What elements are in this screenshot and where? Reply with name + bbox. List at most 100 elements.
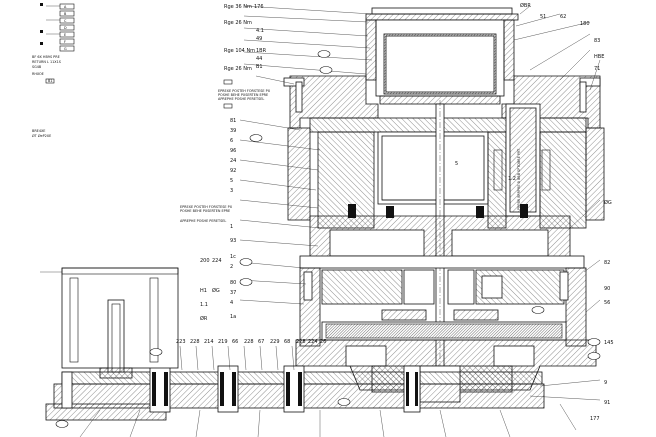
- callouts-bottom: 223 228 214 219 66 228 67 229 68 228 224…: [176, 339, 326, 345]
- callout: 2: [230, 264, 233, 270]
- planetary-stage: [321, 269, 567, 341]
- legend-code: A: [64, 5, 67, 9]
- note-line: ØT ØeP2XE: [32, 133, 51, 138]
- side-note: PRPBR BPRPRE B BBB SPTOBRE PRT: [517, 148, 521, 210]
- callout: 224: [212, 258, 222, 264]
- legend-code: F: [64, 40, 66, 44]
- callout: 66: [232, 339, 238, 345]
- note-line: EPREXE POSTEH FORSTESE PX: [180, 205, 233, 209]
- upper-housing: [283, 75, 605, 221]
- callout: ØBR: [520, 2, 531, 9]
- callout: 62: [560, 14, 566, 20]
- callout: 93: [230, 238, 236, 244]
- callout: 228: [190, 339, 200, 345]
- note-line: POSHE BEHE PXSERTEN EPRE: [180, 209, 230, 213]
- callout: 49: [256, 36, 262, 42]
- callout: H1: [200, 288, 207, 294]
- callout: 180: [580, 21, 590, 27]
- callout: 223: [176, 339, 186, 345]
- callout: 1.1: [200, 302, 208, 308]
- callouts-right: ØG 82 90 56 145 9 91 177: [590, 199, 614, 422]
- callout: 83: [594, 38, 600, 44]
- hub-label: 5: [455, 161, 458, 167]
- callout: 6: [230, 138, 233, 144]
- bolts: [295, 81, 587, 301]
- callout: 1c: [230, 254, 236, 260]
- label-box: [45, 78, 55, 84]
- callout: 91: [604, 400, 610, 406]
- legend-code: E: [64, 33, 66, 37]
- callout: 228: [244, 339, 254, 345]
- callout: 51: [540, 14, 546, 20]
- callouts-top: Rge 36 Nm 176 Rge 26 Nm ØBR 62 51 Rge 10…: [224, 2, 604, 72]
- callout: 4.1: [256, 28, 264, 34]
- callout: 214: [204, 339, 214, 345]
- callout: 1a: [230, 314, 236, 320]
- callout: ØG: [604, 199, 612, 206]
- callout: 67: [258, 339, 264, 345]
- middle-housing: [299, 215, 587, 347]
- callout: 90: [604, 286, 610, 292]
- callout: 96: [230, 148, 236, 154]
- callout: ØR: [200, 315, 208, 322]
- legend-code: D: [64, 26, 67, 30]
- callout: 44: [256, 56, 262, 62]
- callout: 1BR: [256, 48, 267, 54]
- callout: HBE: [594, 54, 604, 60]
- callout: 228: [296, 339, 306, 345]
- note-line: RETURN L 11X1S: [32, 60, 61, 64]
- callout: 1: [230, 224, 233, 230]
- callout: 9: [604, 380, 607, 386]
- note-line: SG4B: [32, 65, 42, 69]
- callout: 200: [200, 258, 210, 264]
- callout: 39: [230, 128, 236, 134]
- callout: 176: [254, 4, 264, 10]
- seal-blocks: [149, 365, 421, 413]
- label-box-text: B1: [48, 79, 52, 83]
- callout: 229: [270, 339, 280, 345]
- callout: 56: [604, 300, 610, 306]
- left-notes: BF 6X HB9S PRE RETURN L 11X1S SG4B RHXOE…: [32, 55, 61, 138]
- callout: 81: [230, 118, 236, 124]
- note-line: APREPHE POSHE PERETSEL: [180, 219, 226, 223]
- assembly-notes: EPREXE POSTEH FORSTESE PX POSHE BEHE PXS…: [180, 79, 271, 223]
- hub-label: 1.2: [508, 176, 516, 182]
- note-line: BRE4XE: [32, 129, 45, 133]
- callout: 145: [604, 340, 614, 346]
- legend-code: G: [64, 47, 67, 51]
- motor-flange: [365, 7, 519, 105]
- callout: 26: [320, 339, 326, 345]
- pump-tank: [40, 267, 179, 379]
- callout: 37: [230, 290, 236, 296]
- callout: 224: [308, 339, 318, 345]
- callout: 82: [604, 260, 610, 266]
- note-line: APREPHE POSHE PERETSEL: [218, 97, 264, 101]
- note-line: POSHE BEHE PXSERTEN EPRE: [218, 93, 268, 97]
- callout: B1: [256, 64, 263, 70]
- callout: 68: [284, 339, 290, 345]
- callout: 71: [594, 66, 600, 72]
- leader-lines: [79, 5, 601, 437]
- callout: Rge 36 Nm: [224, 4, 252, 10]
- callout: 177: [590, 416, 600, 422]
- callout: 5: [230, 178, 233, 184]
- callout: Rge 26 Nm: [224, 20, 252, 26]
- legend-code: C: [64, 19, 67, 23]
- legend-code: B: [64, 12, 67, 16]
- callout: 219: [218, 339, 228, 345]
- legend-table: A B C D E F G: [40, 3, 75, 52]
- callout: ØG: [212, 287, 220, 294]
- callouts-pump: 200 224 H1 ØG 1.1 ØR: [200, 258, 222, 322]
- note-line: EPREXE POSTEH FORSTESE PX: [218, 89, 271, 93]
- callout: Rge 104 Nm: [224, 48, 255, 54]
- note-line: BF 6X HB9S PRE: [32, 55, 60, 59]
- callout: 80: [230, 280, 236, 286]
- reference-bubbles: [55, 50, 601, 428]
- callout: Rge 26 Nm: [224, 66, 252, 72]
- callouts-left: 81 39 6 96 24 92 5 3 1 93 1c 2 80 37 4 1…: [230, 118, 236, 320]
- callout: 3: [230, 188, 233, 194]
- callout: 4: [230, 300, 233, 306]
- note-line: RHXOE: [32, 72, 44, 76]
